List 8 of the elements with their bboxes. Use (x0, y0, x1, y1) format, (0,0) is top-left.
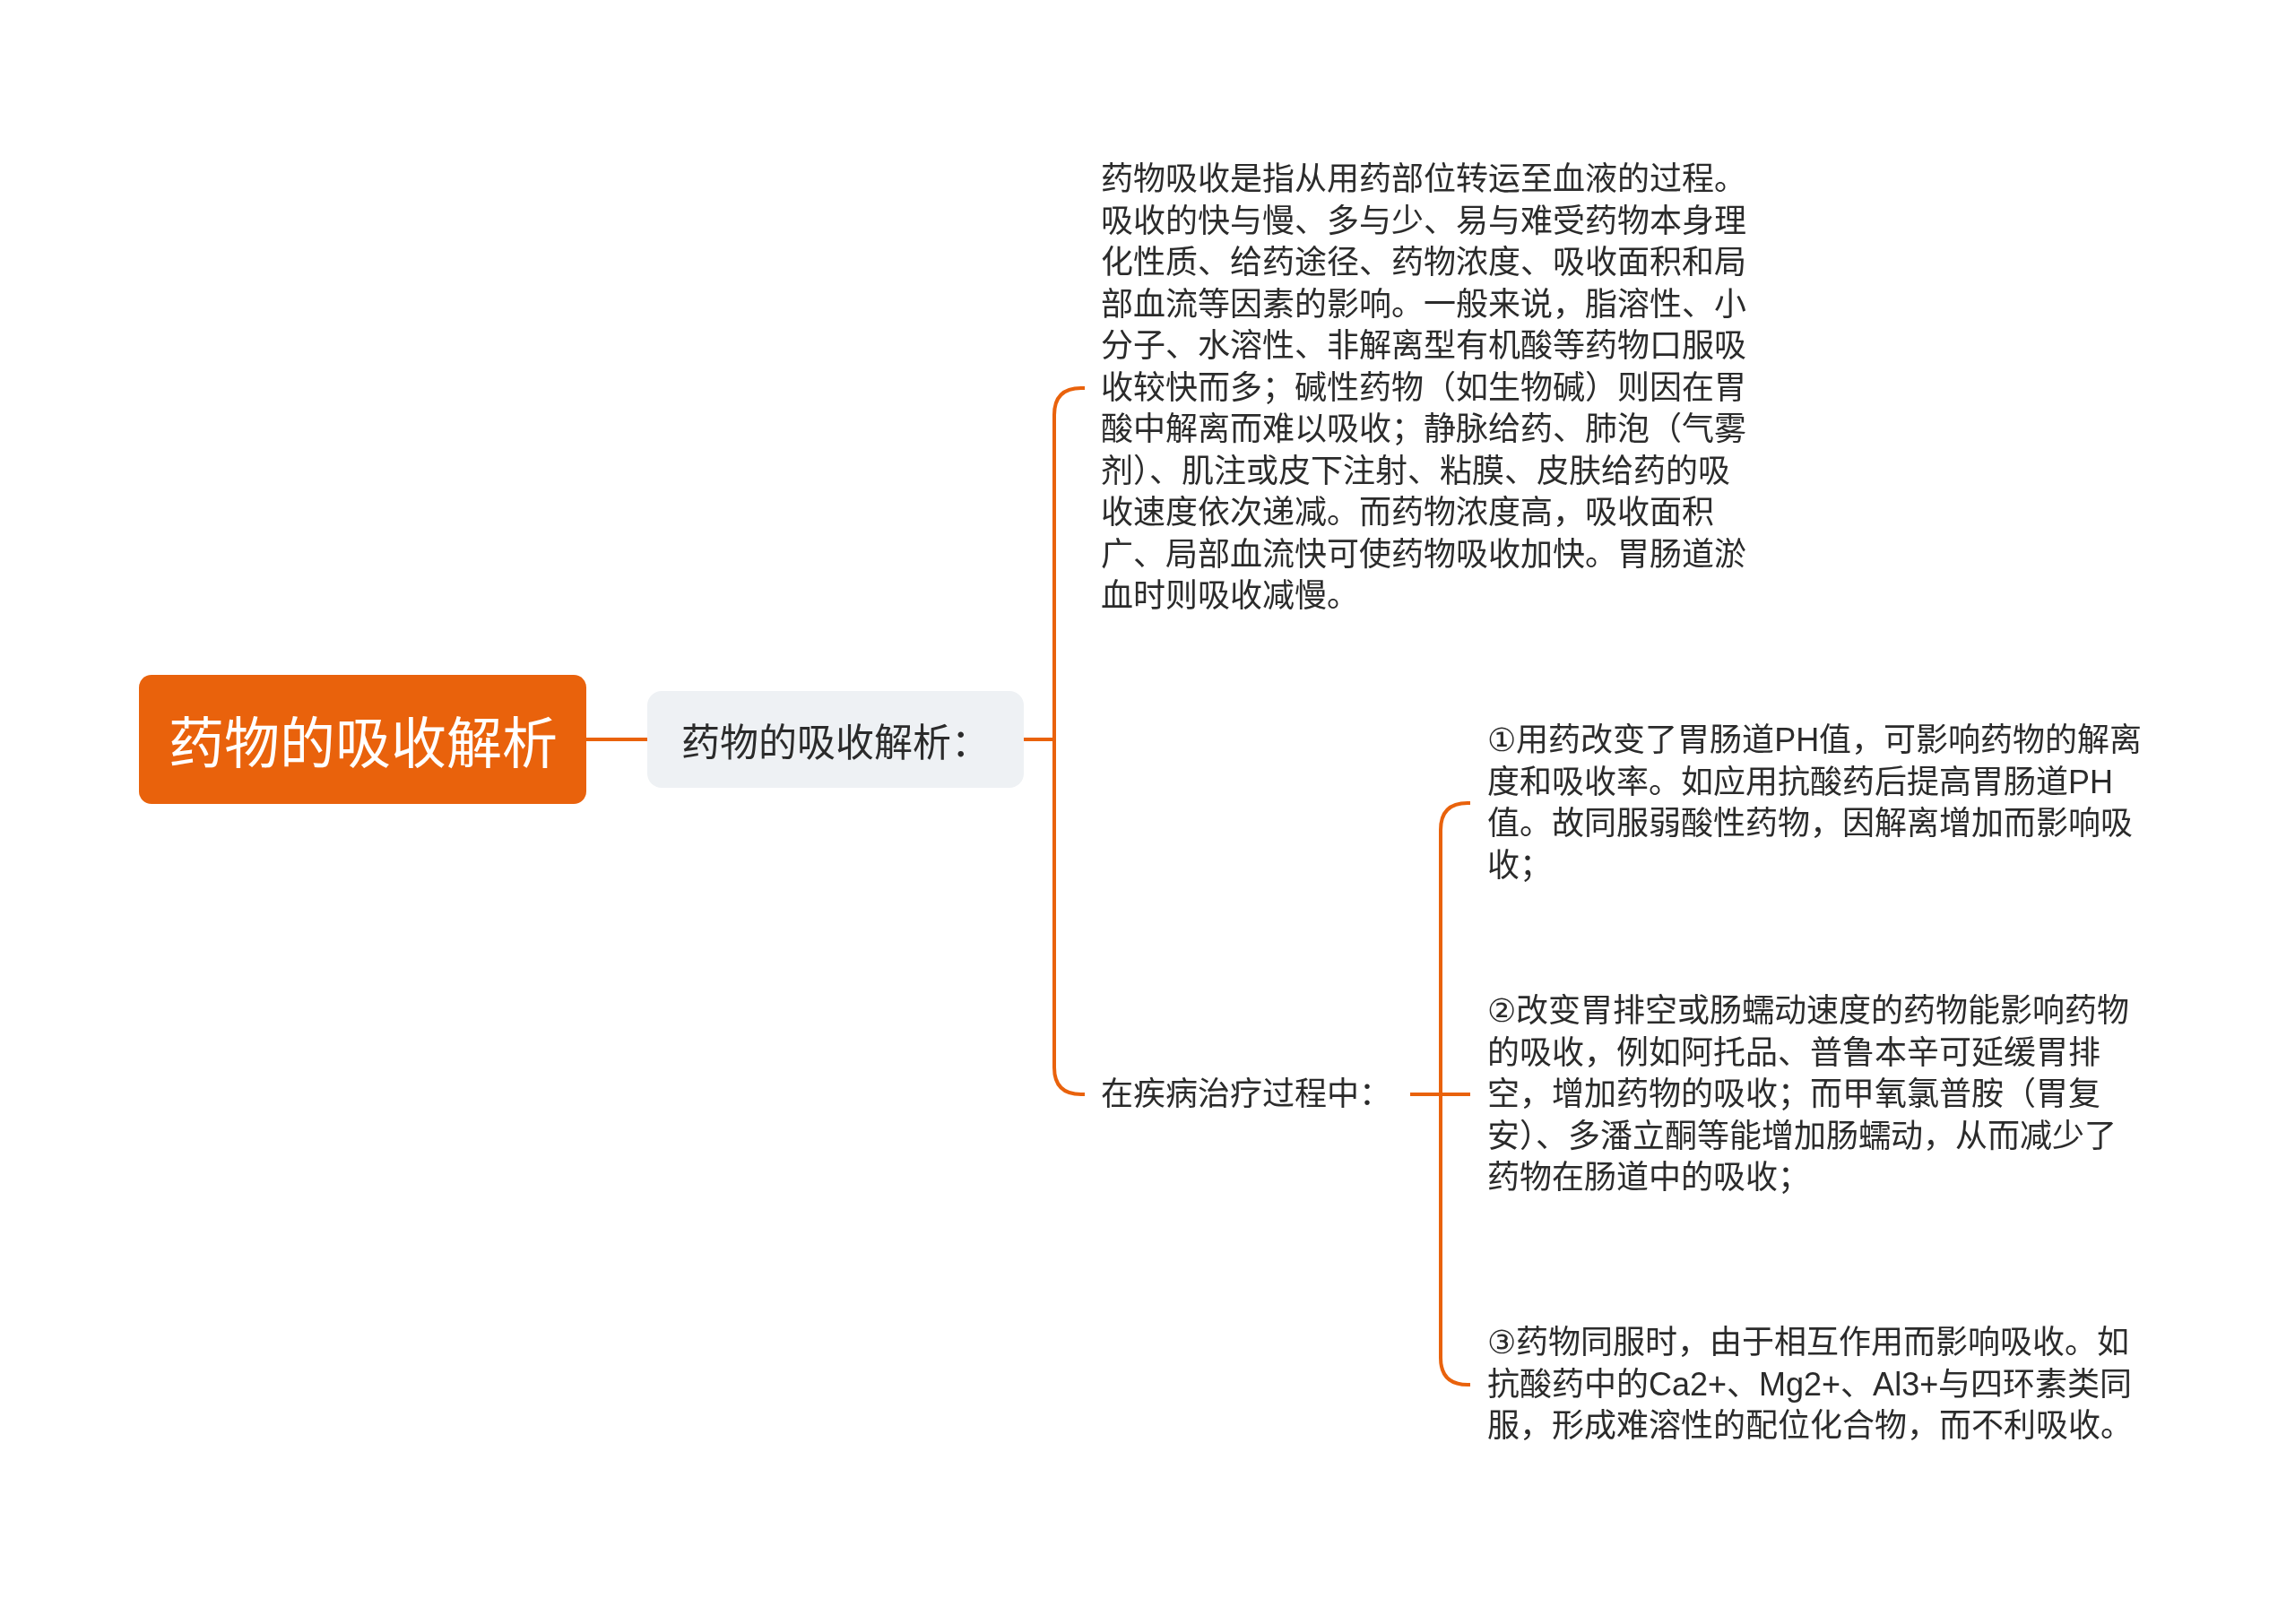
description-text: 药物吸收是指从用药部位转运至血液的过程。吸收的快与慢、多与少、易与难受药物本身理化性质、给药途径、药物浓度、吸收面积和局部血流等因素的影响。一般来说，脂溶性、小分子、水溶性、非解离型有机酸等药物口服吸收较快而多；碱性药物（如生物碱）则因在胃酸中解离而难以吸收；静脉给药、肺泡（气雾剂）、肌注或皮下注射、粘膜、皮肤给药的吸收速度依次递减。而药物浓度高，吸收面积广、局部血流快可使药物吸收加快。胃肠道淤血时则吸收减慢。 (1085, 159, 1757, 618)
root-topic-box: 药物的吸收解析 (139, 675, 586, 804)
topic-box: 药物的吸收解析： (647, 691, 1024, 788)
detail-text: ②改变胃排空或肠蠕动速度的药物能影响药物的吸收，例如阿托品、普鲁本辛可延缓胃排空，增加药物的吸收；而甲氧氯普胺（胃复安）、多潘立酮等能增加肠蠕动，从而减少了药物在肠道中的吸收； (1470, 989, 2144, 1199)
connector-line (586, 738, 647, 741)
detail-text: ③药物同服时，由于相互作用而影响吸收。如抗酸药中的Ca2+、Mg2+、Al3+与四环素类同服，形成难溶性的配位化合物，而不利吸收。 (1470, 1322, 2144, 1447)
detail-text: ①用药改变了胃肠道PH值，可影响药物的解离度和吸收率。如应用抗酸药后提高胃肠道PH值。故同服弱酸性药物，因解离增加而影响吸收； (1470, 720, 2144, 886)
subtopic-text: 在疾病治疗过程中： (1085, 1073, 1410, 1116)
